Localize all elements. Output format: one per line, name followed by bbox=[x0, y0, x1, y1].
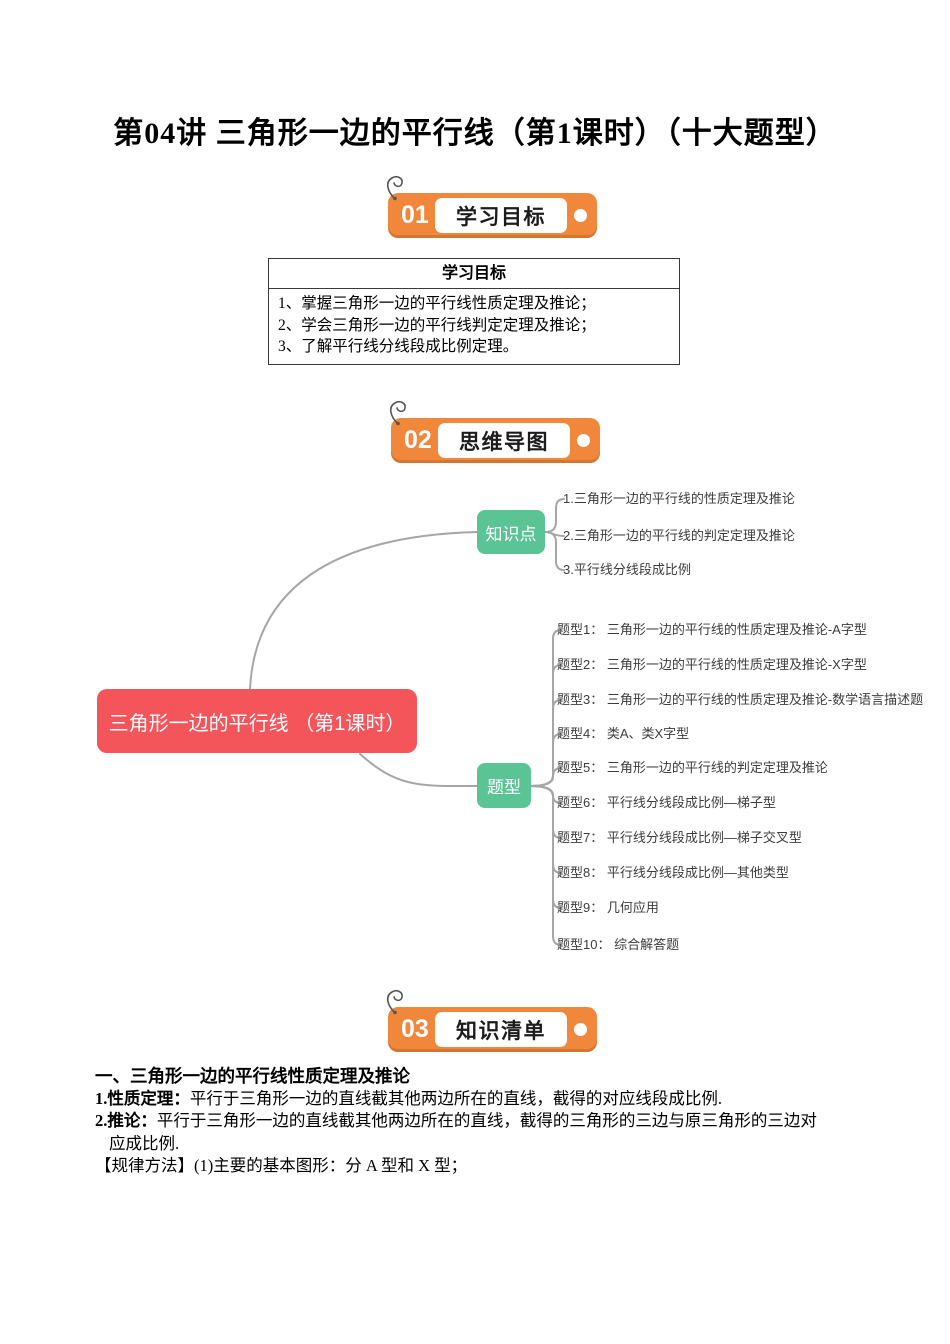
knowledge-item: 2.三角形一边的平行线的判定定理及推论 bbox=[563, 528, 795, 543]
objective-item: 1、掌握三角形一边的平行线性质定理及推论； bbox=[278, 295, 596, 312]
objective-item: 3、了解平行线分线段成比例定理。 bbox=[278, 338, 519, 355]
knowledge-list-item-continuation: 应成比例. bbox=[109, 1133, 180, 1153]
item-label: 2.推论： bbox=[95, 1111, 157, 1131]
mindmap: 三角形一边的平行线 （第1课时） 知识点 题型 1.三角形一边的平行线的性质定理… bbox=[0, 470, 950, 975]
qtype-item: 题型3： 三角形一边的平行线的性质定理及推论-数学语言描述题 bbox=[557, 692, 924, 707]
qtype-item: 题型10： 综合解答题 bbox=[557, 937, 680, 952]
knowledge-list-heading: 一、三角形一边的平行线性质定理及推论 bbox=[95, 1066, 410, 1086]
page-title: 第04讲 三角形一边的平行线（第1课时）（十大题型） bbox=[113, 117, 837, 150]
knowledge-item: 1.三角形一边的平行线的性质定理及推论 bbox=[563, 491, 795, 506]
mindmap-connectors bbox=[249, 498, 565, 946]
section-badge-learning-goals: 01 学习目标 bbox=[386, 176, 597, 238]
section-number: 01 bbox=[401, 201, 429, 229]
section-title: 思维导图 bbox=[459, 430, 549, 454]
section-title: 学习目标 bbox=[456, 205, 546, 229]
section-title: 知识清单 bbox=[456, 1019, 546, 1043]
section-badge-mindmap: 02 思维导图 bbox=[389, 401, 600, 463]
section-number: 02 bbox=[404, 426, 432, 454]
section-number: 03 bbox=[401, 1015, 429, 1043]
pin-icon bbox=[389, 401, 406, 426]
pin-icon bbox=[386, 990, 403, 1015]
knowledge-item: 3.平行线分线段成比例 bbox=[563, 562, 691, 577]
objective-item: 2、学会三角形一边的平行线判定定理及推论； bbox=[278, 316, 596, 334]
knowledge-list-item: 1.性质定理：平行于三角形一边的直线截其他两边所在的直线，截得的对应线段成比例. bbox=[95, 1088, 895, 1110]
knowledge-list-item: 2.推论：平行于三角形一边的直线截其他两边所在的直线，截得的三角形的三边与原三角… bbox=[95, 1110, 895, 1132]
objectives-header: 学习目标 bbox=[269, 259, 679, 289]
qtype-item: 题型2： 三角形一边的平行线的性质定理及推论-X字型 bbox=[557, 657, 867, 672]
item-text: 平行于三角形一边的直线截其他两边所在的直线，截得的三角形的三边与原三角形的三边对 bbox=[156, 1111, 817, 1131]
qtype-item: 题型5： 三角形一边的平行线的判定定理及推论 bbox=[557, 760, 828, 775]
method-label: 【规律方法】 bbox=[95, 1155, 194, 1175]
mindmap-node-qtypes: 题型 bbox=[477, 763, 531, 808]
pin-icon bbox=[386, 176, 403, 201]
qtype-item: 题型7： 平行线分线段成比例—梯子交叉型 bbox=[557, 830, 802, 845]
qtype-item: 题型6： 平行线分线段成比例—梯子型 bbox=[557, 795, 776, 810]
section-badge-knowledge-list: 03 知识清单 bbox=[386, 990, 597, 1052]
mindmap-central-node: 三角形一边的平行线 （第1课时） bbox=[97, 689, 417, 753]
item-text: 平行于三角形一边的直线截其他两边所在的直线，截得的对应线段成比例. bbox=[189, 1089, 722, 1108]
qtype-item: 题型1： 三角形一边的平行线的性质定理及推论-A字型 bbox=[557, 622, 867, 637]
knowledge-list-method: 【规律方法】(1)主要的基本图形：分 A 型和 X 型； bbox=[95, 1155, 895, 1177]
objectives-table: 学习目标 1、掌握三角形一边的平行线性质定理及推论； 2、学会三角形一边的平行线… bbox=[268, 258, 680, 365]
badge-notch bbox=[574, 209, 587, 222]
method-text: (1)主要的基本图形：分 A 型和 X 型； bbox=[194, 1155, 468, 1175]
qtype-item: 题型9： 几何应用 bbox=[557, 900, 659, 915]
qtype-item: 题型4： 类A、类X字型 bbox=[557, 726, 690, 741]
objectives-body: 1、掌握三角形一边的平行线性质定理及推论； 2、学会三角形一边的平行线判定定理及… bbox=[269, 289, 679, 364]
mindmap-node-knowledge: 知识点 bbox=[477, 510, 545, 554]
qtype-item: 题型8： 平行线分线段成比例—其他类型 bbox=[557, 865, 789, 880]
knowledge-list: 一、三角形一边的平行线性质定理及推论 1.性质定理：平行于三角形一边的直线截其他… bbox=[95, 1064, 895, 1177]
badge-notch bbox=[577, 434, 590, 447]
item-label: 1.性质定理： bbox=[95, 1089, 190, 1108]
badge-notch bbox=[574, 1023, 587, 1036]
